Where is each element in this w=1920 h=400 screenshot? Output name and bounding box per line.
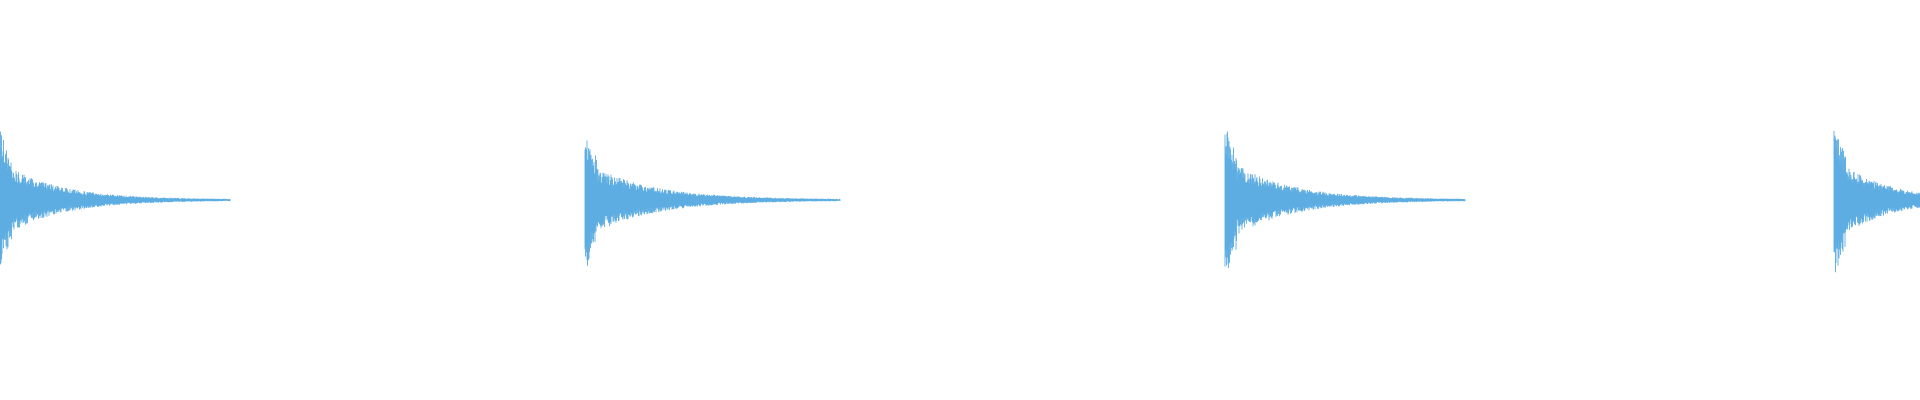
waveform-path	[0, 131, 231, 265]
transient-burst	[1224, 131, 1466, 268]
transient-burst	[1833, 130, 1920, 273]
waveform-path	[584, 140, 841, 266]
waveform-path	[1833, 130, 1920, 273]
transient-burst	[0, 131, 231, 265]
transient-burst	[584, 140, 841, 266]
